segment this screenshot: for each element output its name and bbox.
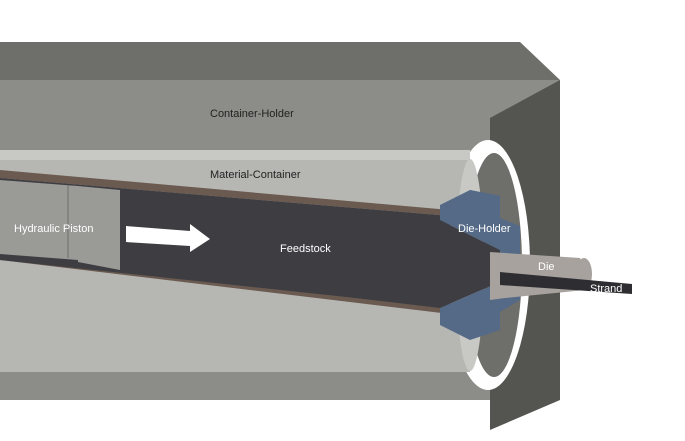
strand-body xyxy=(500,272,632,294)
hydraulic-piston-label: Hydraulic Piston xyxy=(14,223,93,235)
die-holder-label: Die-Holder xyxy=(458,223,511,235)
feedstock-body xyxy=(120,190,500,308)
material-container-label: Material-Container xyxy=(210,169,301,181)
container-holder-top xyxy=(0,42,560,80)
die-holder-body xyxy=(440,190,520,340)
strand-label: Strand xyxy=(590,283,622,295)
liner-upper xyxy=(0,170,450,216)
material-container-top xyxy=(0,150,470,160)
hydraulic-piston-head xyxy=(78,186,120,270)
hydraulic-piston-body xyxy=(0,180,78,260)
die-holder-flange xyxy=(470,190,500,218)
arrow-right-icon xyxy=(126,224,210,252)
die-label: Die xyxy=(538,261,555,273)
container-holder-label: Container-Holder xyxy=(210,108,294,120)
feedstock-label: Feedstock xyxy=(280,243,331,255)
